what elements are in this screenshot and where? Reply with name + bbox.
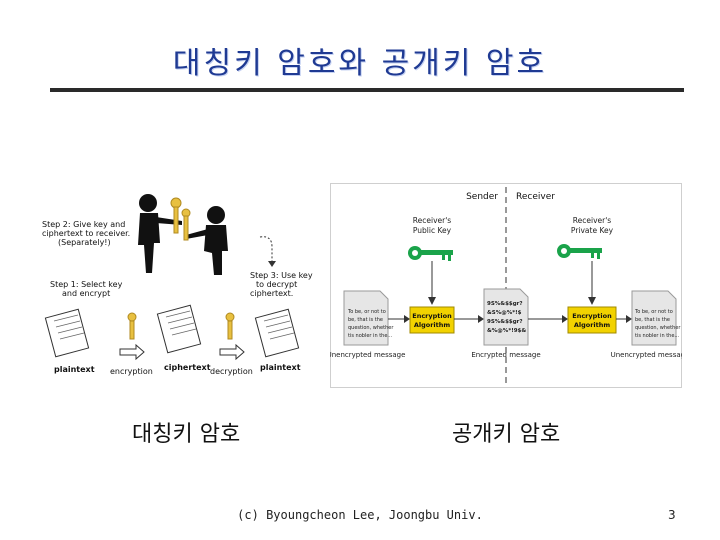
key-pair-icon bbox=[170, 197, 191, 241]
doc-left-line4: tis nobler in the... bbox=[348, 333, 393, 339]
doc-right-line4: tis nobler in the... bbox=[635, 333, 680, 339]
private-key-label-1: Receiver's bbox=[573, 216, 612, 225]
symmetric-key-figure: Step 2: Give key and ciphertext to recei… bbox=[42, 194, 313, 376]
doc-left-line2: be, that is the bbox=[348, 317, 383, 323]
step2-line2: ciphertext to receiver. bbox=[42, 229, 130, 238]
footer-credit: (c) Byoungcheon Lee, Joongbu Univ. bbox=[237, 508, 483, 522]
public-key-figure: Sender Receiver Receiver's Public Key Re… bbox=[330, 183, 682, 388]
cipher-line3: 9S%&$$gr? bbox=[487, 319, 523, 325]
doc-left-line3: question, whether bbox=[348, 325, 394, 331]
encryption-key-icon bbox=[127, 312, 137, 340]
title-divider bbox=[50, 88, 684, 92]
label-ciphertext: ciphertext bbox=[164, 363, 211, 372]
public-key-icon bbox=[408, 246, 453, 261]
caption-symmetric: 대칭키 암호 bbox=[132, 422, 241, 447]
step3-line2: to decrypt bbox=[256, 280, 297, 289]
step3-line1: Step 3: Use key bbox=[250, 271, 313, 280]
step3-arrow bbox=[259, 236, 273, 263]
step2-line3: (Separately!) bbox=[58, 238, 111, 247]
decryption-algorithm-box: Encryption Algorithm bbox=[567, 306, 617, 334]
public-key-label-1: Receiver's bbox=[413, 216, 452, 225]
flow-arrow-1-icon bbox=[119, 343, 145, 361]
decrypted-doc-icon bbox=[254, 308, 300, 358]
doc-right-line3: question, whether bbox=[635, 325, 681, 331]
step2-line1: Step 2: Give key and bbox=[42, 220, 125, 229]
encrypted-message-label: Encrypted message bbox=[471, 351, 540, 359]
svg-text:Algorithm: Algorithm bbox=[574, 321, 611, 329]
plaintext-document-right: To be, or not to be, that is the questio… bbox=[631, 290, 681, 346]
step3-line3: ciphertext. bbox=[250, 289, 293, 298]
public-key-label-2: Public Key bbox=[413, 226, 452, 235]
step1-line1: Step 1: Select key bbox=[50, 280, 123, 289]
doc-right-line2: be, that is the bbox=[635, 317, 670, 323]
label-plaintext-2: plaintext bbox=[260, 363, 301, 372]
plaintext-document-left: To be, or not to be, that is the questio… bbox=[343, 290, 394, 346]
unencrypted-message-left: Unencrypted message bbox=[330, 351, 405, 359]
page-number: 3 bbox=[668, 508, 676, 522]
cipher-line2: &S%@%*!$ bbox=[487, 310, 522, 316]
slide-title: 대칭키 암호와 공개키 암호 bbox=[172, 46, 548, 81]
doc-left-line1: To be, or not to bbox=[347, 309, 386, 315]
receiver-label: Receiver bbox=[516, 192, 555, 202]
person-right-icon bbox=[186, 206, 228, 275]
step1-line2: and encrypt bbox=[62, 289, 110, 298]
label-encryption: encryption bbox=[110, 367, 153, 376]
svg-text:Algorithm: Algorithm bbox=[414, 321, 451, 329]
doc-right-line1: To be, or not to bbox=[634, 309, 673, 315]
private-key-icon bbox=[557, 244, 602, 259]
ciphertext-document: 9S%&$$gr? &S%@%*!$ 9S%&$$gr? &%@%*!9$& bbox=[483, 288, 529, 346]
cipher-line1: 9S%&$$gr? bbox=[487, 301, 523, 307]
unencrypted-message-right: Unencrypted message bbox=[611, 351, 682, 359]
label-decryption: decryption bbox=[210, 367, 253, 376]
decryption-key-icon bbox=[225, 312, 235, 340]
svg-text:Encryption: Encryption bbox=[412, 312, 452, 320]
cipher-line4: &%@%*!9$& bbox=[487, 328, 526, 334]
encryption-algorithm-box: Encryption Algorithm bbox=[409, 306, 455, 334]
sender-label: Sender bbox=[466, 192, 498, 202]
plaintext-doc-icon bbox=[44, 308, 90, 358]
label-plaintext-1: plaintext bbox=[54, 365, 95, 374]
flow-arrow-2-icon bbox=[219, 343, 245, 361]
private-key-label-2: Private Key bbox=[571, 226, 614, 235]
svg-text:Encryption: Encryption bbox=[572, 312, 612, 320]
ciphertext-doc-icon bbox=[156, 304, 202, 354]
caption-public-key: 공개키 암호 bbox=[452, 422, 561, 447]
